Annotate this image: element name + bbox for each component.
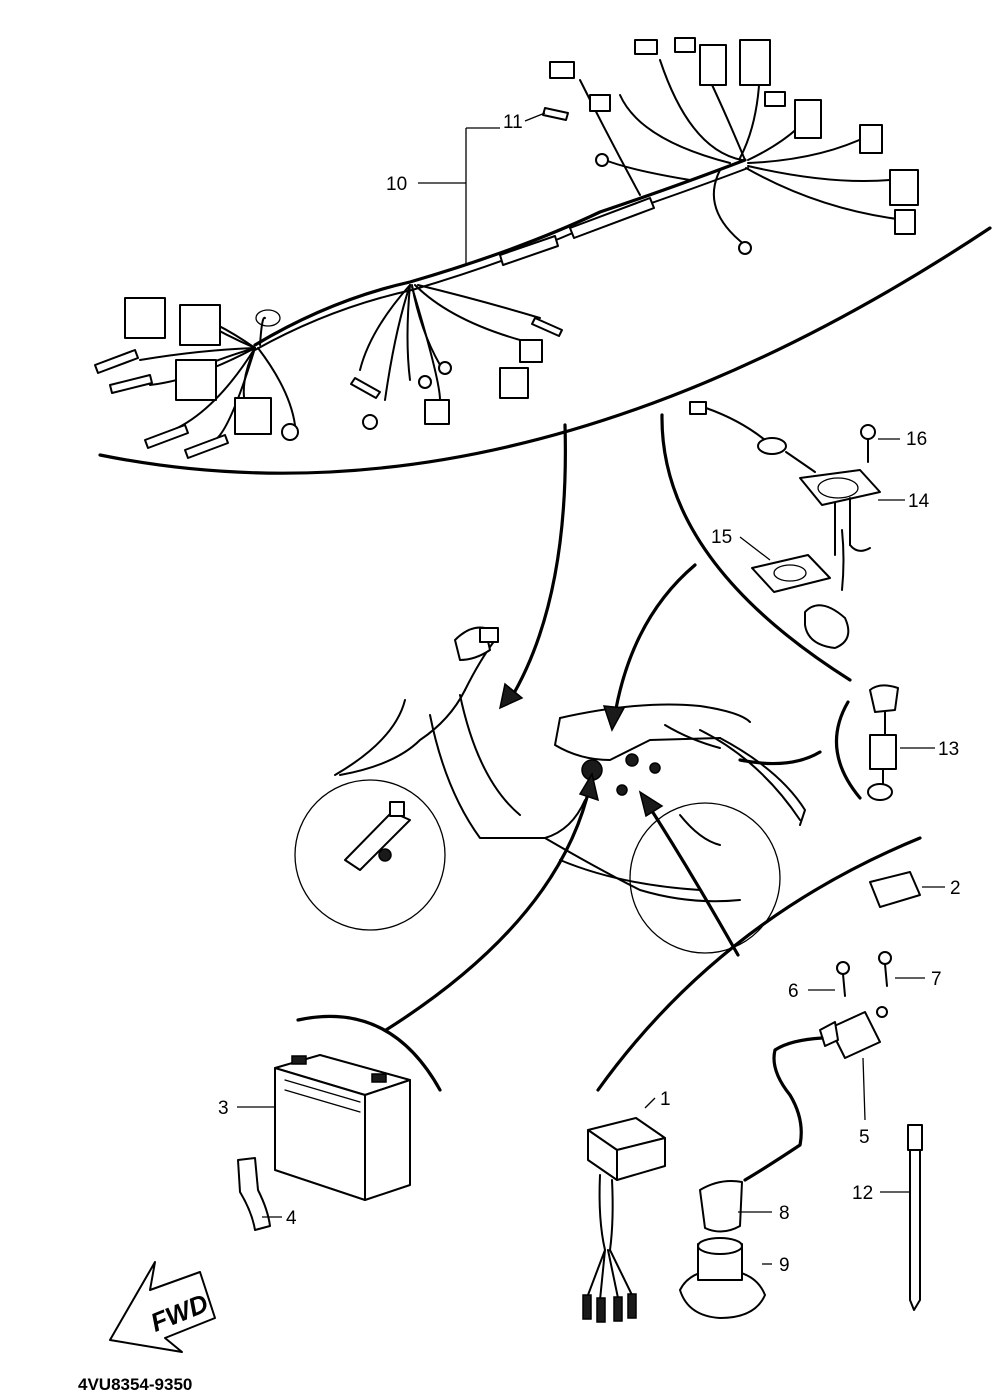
- callout-8: 8: [779, 1203, 790, 1224]
- callout-5: 5: [859, 1127, 870, 1148]
- callout-4: 4: [286, 1208, 297, 1229]
- ground-terminal: [362, 414, 378, 430]
- fuel-sender-unit: [799, 469, 881, 506]
- leader-lines: [237, 112, 945, 1265]
- harness-connector: [549, 61, 575, 79]
- harness-connector: [519, 339, 543, 363]
- callout-16: 16: [906, 429, 927, 450]
- connector-11: [542, 107, 569, 121]
- callout-14: 14: [908, 491, 930, 512]
- fuel-sender-section-arc: [660, 413, 852, 682]
- battery-section-arc: [296, 1014, 442, 1092]
- callout-9: 9: [779, 1255, 790, 1276]
- harness-connector: [589, 94, 611, 112]
- relay: [869, 871, 921, 908]
- band: [907, 1124, 923, 1311]
- harness-connector: [179, 304, 221, 346]
- fuel-float: [804, 604, 850, 649]
- location-arrows: [384, 423, 822, 1032]
- harness-connector: [424, 399, 450, 425]
- harness-connector: [634, 39, 658, 55]
- cdi-unit-group: [582, 1117, 666, 1323]
- harness-connector: [674, 37, 696, 53]
- callout-10: 10: [386, 174, 407, 195]
- ignition-coil-group: [679, 1006, 888, 1319]
- gasket: [751, 554, 831, 593]
- callout-6: 6: [788, 981, 799, 1002]
- ground-terminal: [595, 153, 609, 167]
- callout-3: 3: [218, 1098, 229, 1119]
- scooter-outline: [294, 626, 806, 954]
- harness-connector: [499, 367, 529, 399]
- callout-numbers: 1 2 3 4 5 6 7 8 9 10 11 12 13 14 15 16: [218, 112, 961, 1276]
- harness-connector: [764, 91, 786, 107]
- screw-16: [860, 424, 876, 440]
- fuse-section-arc: [834, 700, 862, 800]
- harness-connector: [124, 297, 166, 339]
- cdi-unit: [616, 1137, 666, 1181]
- fuse-holder: [867, 684, 899, 801]
- ground-terminal: [281, 423, 299, 441]
- wire-harness: [94, 37, 919, 459]
- callout-1: 1: [660, 1089, 671, 1110]
- harness-connector: [234, 397, 272, 435]
- rear-wheel: [629, 802, 781, 954]
- harness-connector: [859, 124, 883, 154]
- callout-13: 13: [938, 739, 959, 760]
- front-wheel: [294, 779, 446, 931]
- ignition-coil: [829, 1011, 881, 1059]
- callout-2: 2: [950, 878, 961, 899]
- ignition-section-arc: [596, 836, 922, 1092]
- harness-connector: [739, 39, 771, 86]
- fwd-direction-arrow: FWD: [109, 1261, 216, 1353]
- callout-7: 7: [931, 969, 942, 990]
- harness-section-arc: [98, 226, 992, 475]
- harness-connector: [175, 359, 217, 401]
- harness-sleeve: [499, 235, 559, 266]
- callout-12: 12: [852, 1183, 873, 1204]
- battery-group: [237, 1054, 411, 1231]
- diagram-part-code: 4VU8354-9350: [78, 1375, 192, 1394]
- callout-11: 11: [503, 112, 523, 133]
- forward-arrow-icon: [109, 1261, 216, 1353]
- spark-plug-cap: [699, 1180, 743, 1233]
- callout-15: 15: [711, 527, 732, 548]
- screw-6: [836, 961, 850, 975]
- screw-7: [878, 951, 892, 965]
- harness-connector: [699, 44, 727, 86]
- fuel-sender-group: [689, 401, 881, 649]
- section-divider-arcs: [98, 226, 992, 1092]
- harness-connector: [894, 209, 916, 235]
- harness-connector: [794, 99, 822, 139]
- ground-terminal: [738, 241, 752, 255]
- harness-sleeve: [569, 197, 655, 239]
- harness-connector: [889, 169, 919, 206]
- breather-hose: [237, 1157, 271, 1231]
